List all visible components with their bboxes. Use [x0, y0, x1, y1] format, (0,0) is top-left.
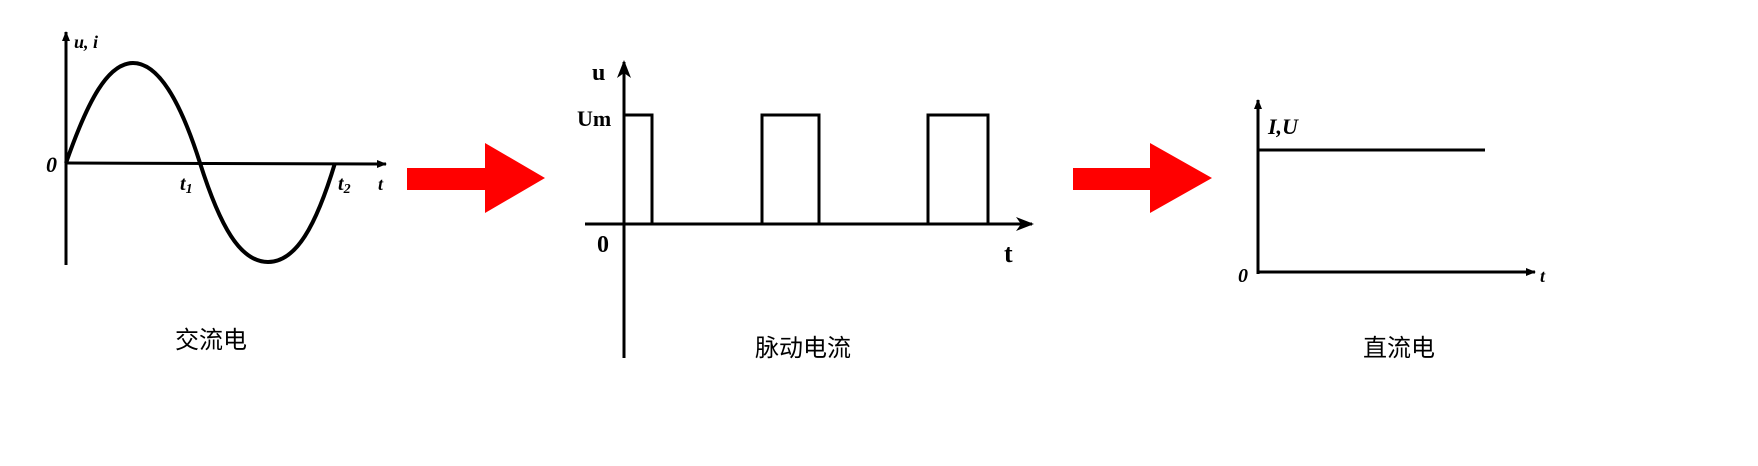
dc-y-label: I,U [1267, 114, 1299, 139]
pulse-x-label: t [1004, 239, 1013, 268]
ac-sine-wave [64, 60, 337, 265]
pulse-2 [760, 113, 821, 224]
ac-x-axis [65, 159, 387, 168]
ac-origin-label: 0 [46, 152, 57, 177]
dc-caption: 直流电 [1363, 334, 1435, 362]
ac-t2-label: t2 [338, 173, 351, 197]
ac-x-label: t [378, 174, 384, 194]
dc-origin-label: 0 [1238, 265, 1248, 287]
pulse-1 [622, 113, 654, 224]
ac-t1-label: t1 [180, 173, 193, 197]
pulse-panel: u Um 0 t 脉动电流 [577, 60, 1034, 362]
red-arrow-1 [407, 143, 545, 213]
pulse-caption: 脉动电流 [755, 334, 851, 362]
ac-y-label: u, i [74, 32, 98, 52]
dc-x-label: t [1540, 266, 1546, 286]
dc-panel: I,U 0 t 直流电 [1238, 99, 1546, 362]
pulse-3 [926, 113, 990, 224]
pulse-origin-label: 0 [597, 232, 609, 258]
red-arrow-2 [1073, 143, 1212, 213]
pulse-level-label: Um [577, 106, 611, 131]
ac-caption: 交流电 [175, 326, 247, 354]
pulse-y-label: u [592, 60, 605, 86]
ac-panel: u, i 0 t1 t2 t 交流电 [46, 31, 387, 354]
